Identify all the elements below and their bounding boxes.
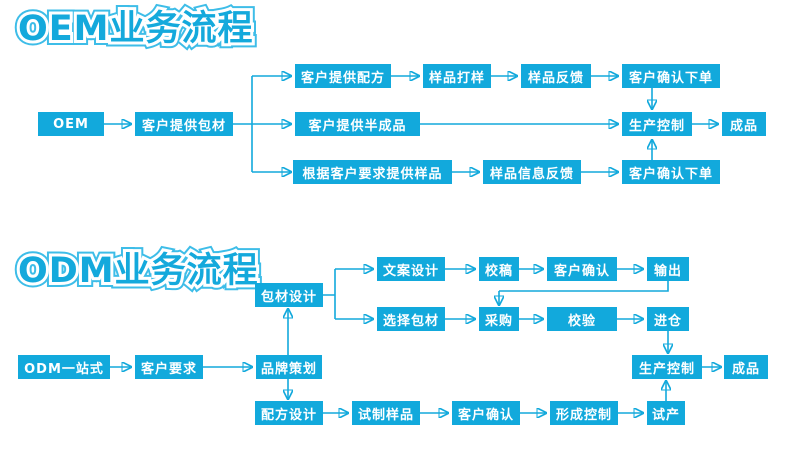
node-odm-pinpai: 品牌策划	[256, 355, 322, 379]
node-oem-shengchan: 生产控制	[622, 112, 692, 136]
node-odm-baocai-sheji: 包材设计	[255, 283, 323, 307]
odm-section-title: ODM业务流程 ODM业务流程 ODM业务流程	[13, 246, 263, 296]
node-odm-wenan: 文案设计	[377, 257, 445, 281]
node-oem-dayang: 样品打样	[423, 64, 491, 88]
oem-title-outline: OEM业务流程	[13, 4, 257, 54]
oem-section-title: OEM业务流程 OEM业务流程 OEM业务流程	[13, 4, 257, 54]
oem-title-stroke: OEM业务流程	[15, 6, 255, 52]
node-odm-jiaoyan: 校验	[547, 307, 617, 331]
node-odm-jiaogao: 校稿	[479, 257, 519, 281]
node-odm-peifang-sheji: 配方设计	[255, 401, 323, 425]
node-oem-queren-top: 客户确认下单	[622, 64, 720, 88]
node-oem-peifang: 客户提供配方	[295, 64, 391, 88]
oem-title-text: OEM业务流程	[18, 9, 254, 49]
node-odm-start: ODM一站式	[18, 355, 110, 379]
node-odm-yaoqiu: 客户要求	[135, 355, 203, 379]
node-oem-chengpin: 成品	[722, 112, 766, 136]
node-oem-genju: 根据客户要求提供样品	[293, 160, 452, 184]
node-odm-xingcheng: 形成控制	[550, 401, 618, 425]
node-odm-shizhi: 试制样品	[352, 401, 420, 425]
node-odm-jincang: 进仓	[647, 307, 689, 331]
odm-title-text: ODM业务流程	[18, 251, 259, 291]
node-oem-fankui: 样品反馈	[521, 64, 591, 88]
node-odm-shengchan: 生产控制	[632, 355, 702, 379]
node-oem-baocai: 客户提供包材	[135, 112, 233, 136]
node-oem-banchengpin: 客户提供半成品	[295, 112, 420, 136]
node-odm-chengpin: 成品	[724, 355, 768, 379]
node-odm-queren1: 客户确认	[547, 257, 617, 281]
node-odm-shuchu: 输出	[647, 257, 689, 281]
odm-title-stroke: ODM业务流程	[15, 248, 261, 294]
node-oem-queren-bottom: 客户确认下单	[622, 160, 720, 184]
node-oem-xinxi: 样品信息反馈	[483, 160, 581, 184]
node-odm-caigou: 采购	[479, 307, 519, 331]
elbow-shuchu-caigou	[499, 281, 669, 292]
branch-lines-baocai	[323, 269, 336, 319]
node-odm-shichan: 试产	[647, 401, 685, 425]
branch-lines-oem	[233, 76, 253, 172]
odm-title-outline: ODM业务流程	[13, 246, 263, 296]
node-oem-start: OEM	[38, 112, 104, 136]
node-odm-queren2: 客户确认	[452, 401, 520, 425]
node-odm-xuanze: 选择包材	[377, 307, 445, 331]
